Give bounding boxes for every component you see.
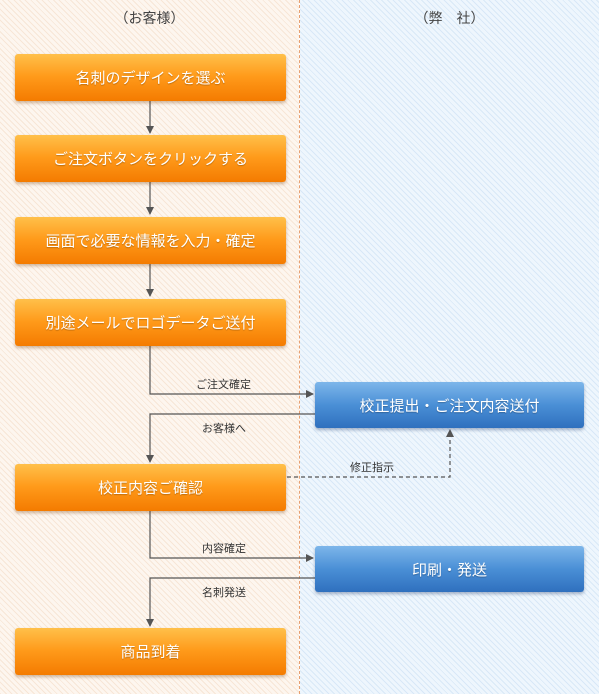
edge-label-content-confirm: 内容確定 [202,542,246,555]
arrow-logo-to-proof [149,346,314,398]
customer-lane-title: （お客様） [114,11,185,27]
edge-label-card-ship: 名刺発送 [202,586,246,599]
step-arrival: 商品到着 [15,628,286,675]
arrow-revision [287,429,454,478]
edge-label-revision: 修正指示 [350,461,394,474]
edge-label-to-customer: お客様へ [202,422,246,435]
step-print-ship: 印刷・発送 [315,546,584,592]
arrow-print-to-arrival [146,577,315,627]
company-lane-title: （弊 社） [414,11,485,27]
step-send-logo: 別途メールでロゴデータご送付 [15,299,286,346]
edge-label-order-confirm: ご注文確定 [196,378,251,391]
arrow-proof-to-check [146,413,315,463]
step-proof-send: 校正提出・ご注文内容送付 [315,382,584,428]
step-choose-design: 名刺のデザインを選ぶ [15,54,286,101]
step-click-order: ご注文ボタンをクリックする [15,135,286,182]
step-input-confirm: 画面で必要な情報を入力・確定 [15,217,286,264]
lane-divider [299,0,300,694]
step-proof-check: 校正内容ご確認 [15,464,286,511]
arrow-check-to-print [149,511,314,562]
